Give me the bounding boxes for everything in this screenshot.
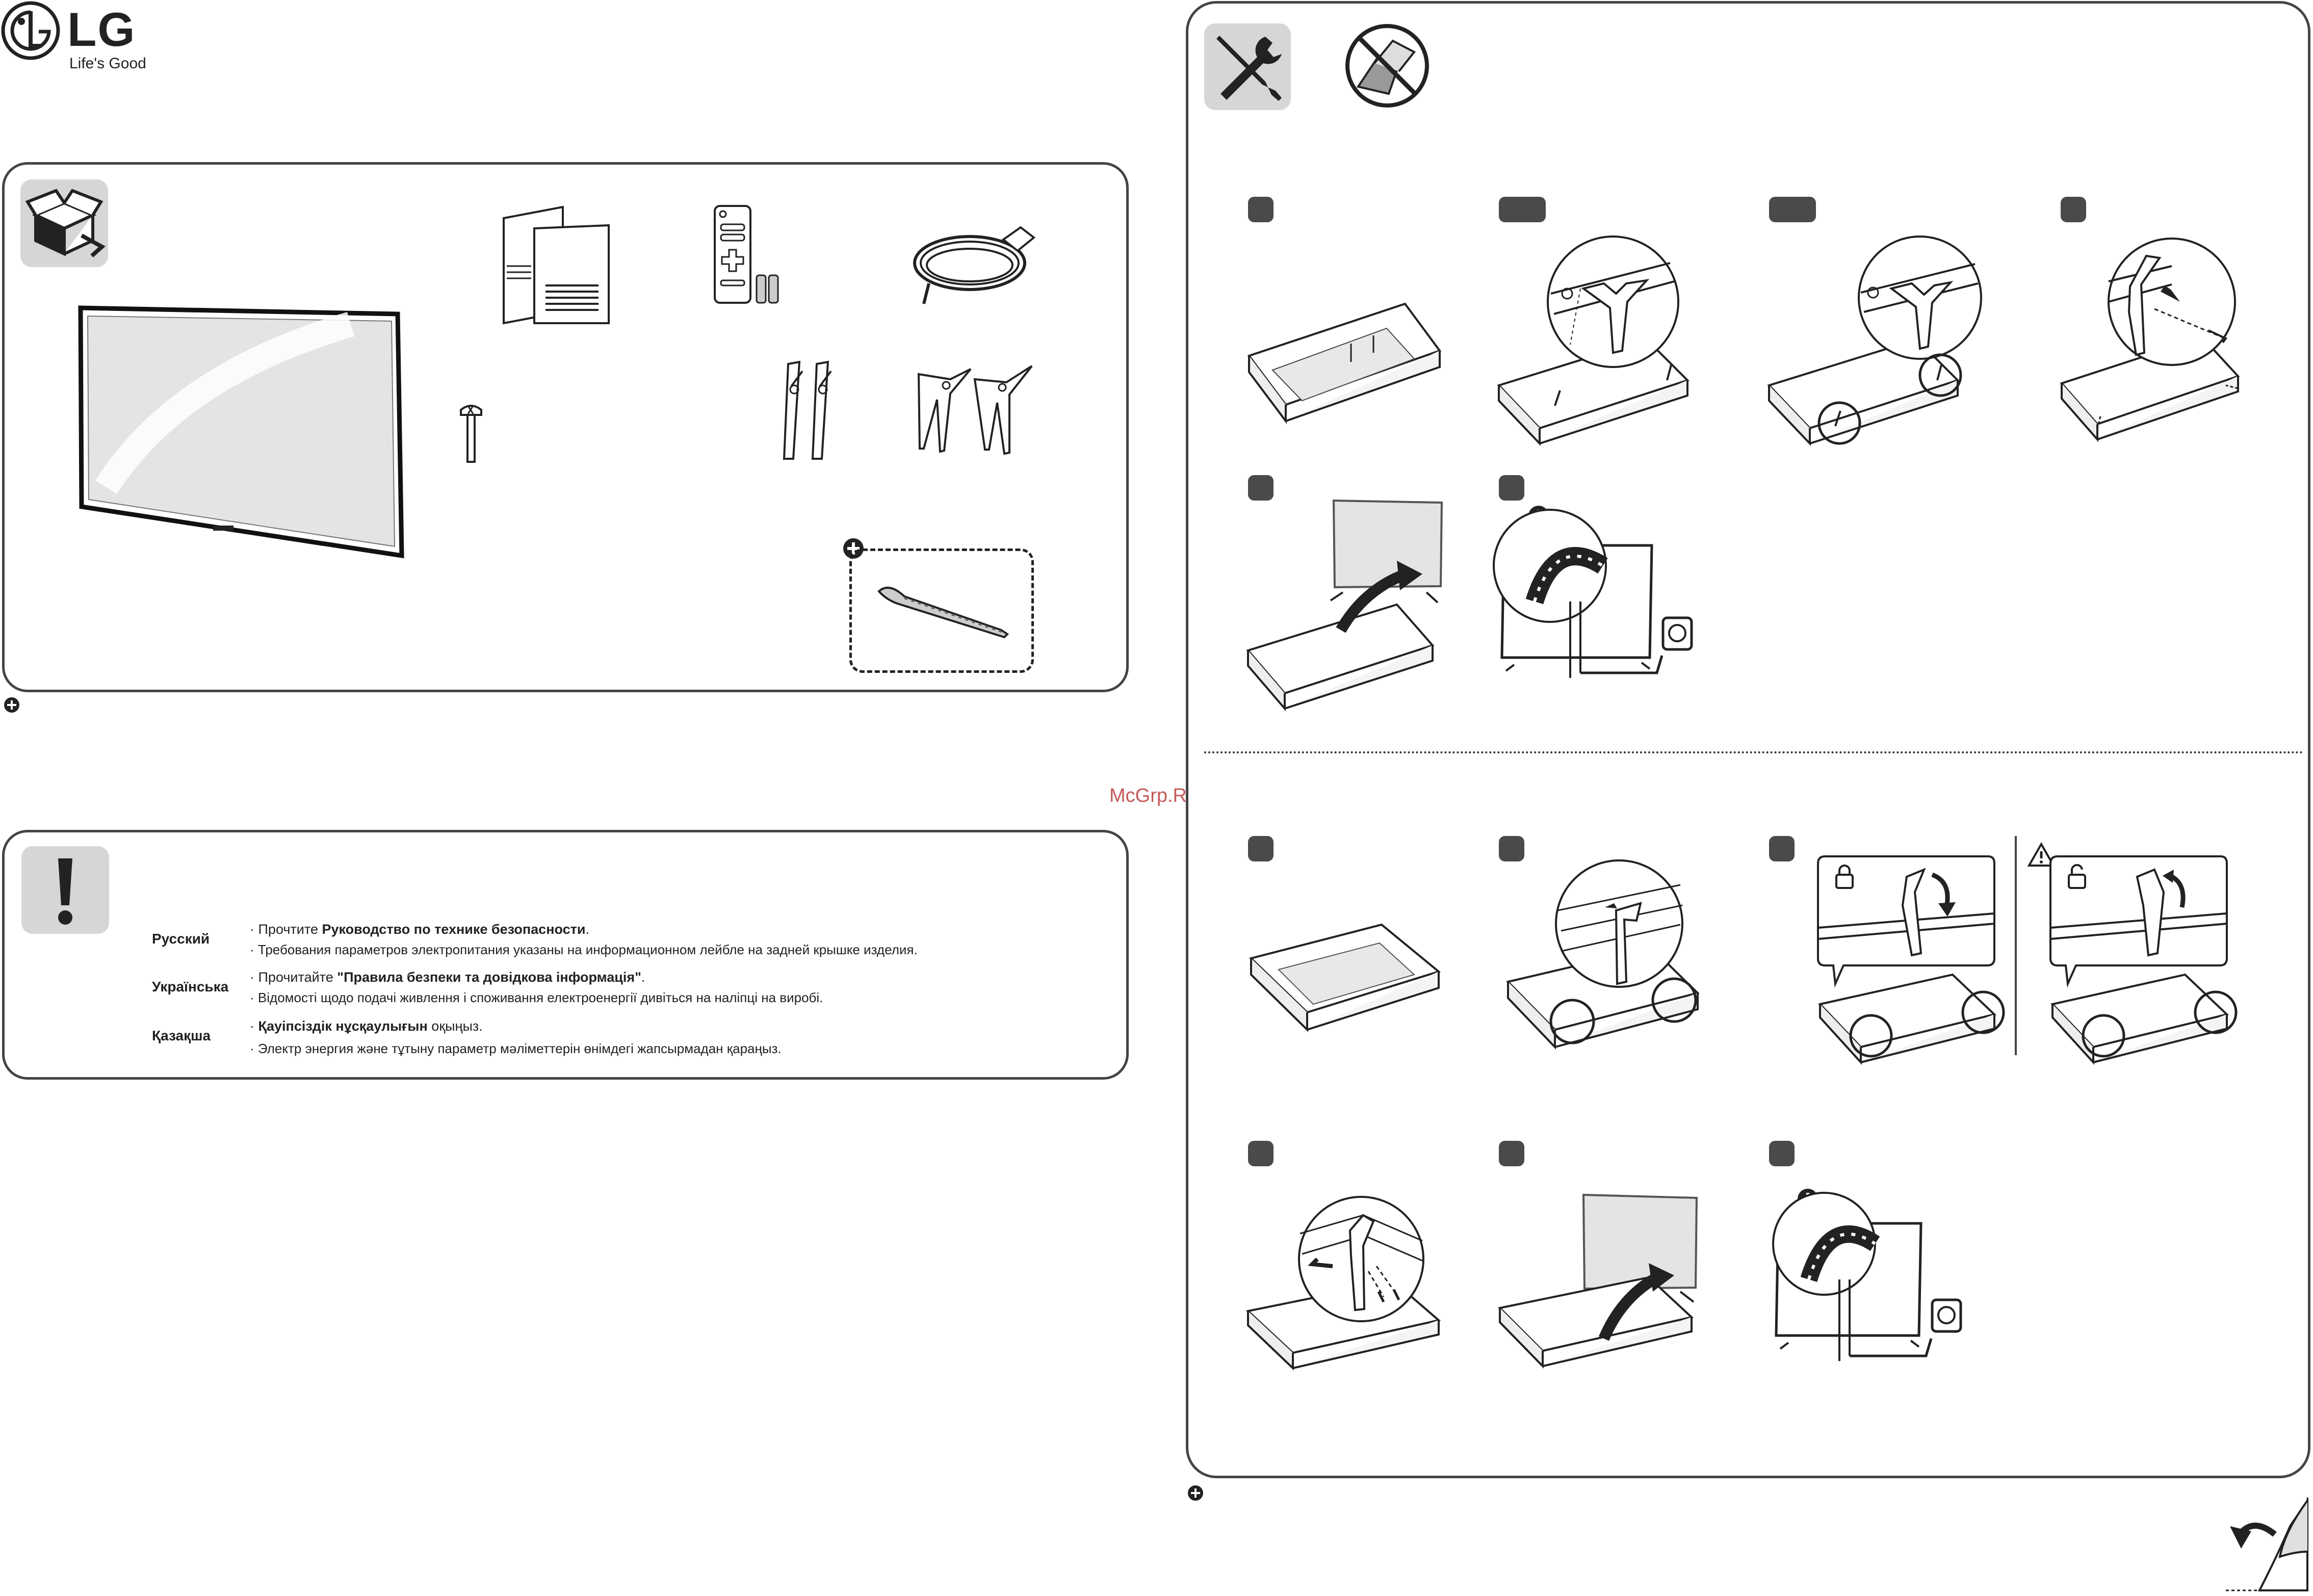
text-bold: Қауіпсіздік нұсқаулығын bbox=[258, 1018, 428, 1034]
step-badge bbox=[1499, 1141, 1524, 1166]
bullet: · bbox=[250, 942, 254, 957]
logo-text: LG bbox=[67, 3, 136, 56]
safety-ru-line1: · Прочтите Руководство по технике безопа… bbox=[250, 922, 589, 937]
text: Відомості щодо подачі живлення і спожива… bbox=[257, 990, 823, 1005]
text-bold: "Правила безпеки та довідкова інформація… bbox=[337, 970, 641, 985]
watermark: McGrp.Ru bbox=[1109, 785, 1198, 806]
unlock-icon bbox=[2068, 864, 2086, 889]
cable-holder-illustration bbox=[877, 586, 1009, 639]
step-badge bbox=[1499, 836, 1524, 861]
step-1b-illustration bbox=[1497, 236, 1690, 446]
stand-a-illustration bbox=[783, 360, 832, 460]
safety-uk-line2: · Відомості щодо подачі живлення і спожи… bbox=[250, 990, 823, 1006]
step-3d-illustration bbox=[2049, 855, 2238, 1065]
step-1a-illustration bbox=[1247, 302, 1442, 424]
bullet: · bbox=[250, 970, 254, 985]
lock-icon bbox=[1835, 865, 1854, 889]
section-divider bbox=[1204, 751, 2303, 753]
remote-illustration bbox=[714, 205, 779, 304]
text-post: . bbox=[641, 970, 645, 985]
text-pre: Прочтите bbox=[258, 922, 322, 937]
lang-label-uk: Українська bbox=[152, 979, 229, 995]
logo-tagline: Life's Good bbox=[69, 55, 146, 72]
text: Электр энергия және тұтыну параметр мәлі… bbox=[257, 1041, 782, 1056]
step-3a-illustration bbox=[1249, 923, 1441, 1032]
turn-page-icon bbox=[2226, 1497, 2308, 1591]
tv-illustration bbox=[78, 305, 404, 559]
safety-kk-line1: · Қауіпсіздік нұсқаулығын оқыңыз. bbox=[250, 1018, 483, 1034]
warning-icon-tile bbox=[21, 846, 109, 934]
step-badge bbox=[1248, 1141, 1274, 1166]
bullet: · bbox=[250, 990, 254, 1005]
note-plus-icon bbox=[4, 697, 19, 713]
comparison-divider bbox=[2015, 836, 2017, 1055]
note-plus-icon bbox=[1188, 1485, 1203, 1501]
warning-triangle-icon bbox=[2027, 842, 2056, 867]
package-box-icon bbox=[25, 189, 106, 257]
no-sharp-surface-icon bbox=[1345, 24, 1429, 108]
text-post: . bbox=[585, 922, 589, 937]
bullet: · bbox=[250, 1018, 254, 1034]
text-pre: Прочитайте bbox=[258, 970, 337, 985]
step-badge bbox=[1769, 197, 1816, 222]
step-badge bbox=[1499, 197, 1546, 222]
safety-kk-line2: · Электр энергия және тұтыну параметр мә… bbox=[250, 1041, 782, 1057]
text-post: оқыңыз. bbox=[427, 1018, 483, 1034]
box-icon-tile bbox=[20, 179, 108, 267]
step-badge bbox=[1769, 836, 1795, 861]
step-3b-illustration bbox=[1506, 859, 1700, 1050]
step-badge bbox=[1248, 475, 1274, 501]
step-1c-illustration bbox=[1767, 236, 1982, 446]
step-3c-illustration bbox=[1817, 855, 2005, 1065]
optional-item-box bbox=[849, 548, 1034, 673]
manuals-illustration bbox=[503, 205, 610, 325]
lang-label-kk: Қазақша bbox=[152, 1028, 211, 1043]
step-badge bbox=[1248, 836, 1274, 861]
step-2a-illustration bbox=[1246, 499, 1443, 712]
step-badge bbox=[1769, 1141, 1795, 1166]
safety-panel bbox=[2, 830, 1129, 1080]
step-4b-illustration bbox=[1497, 1193, 1698, 1369]
step-badge bbox=[1248, 197, 1274, 222]
bullet: · bbox=[250, 922, 254, 937]
safety-uk-line1: · Прочитайте "Правила безпеки та довідко… bbox=[250, 970, 645, 985]
lang-label-ru: Русский bbox=[152, 931, 210, 947]
stand-b-illustration bbox=[917, 365, 1033, 455]
step-2b-illustration bbox=[1493, 509, 1693, 678]
screwdriver-wrench-icon bbox=[1216, 36, 1282, 101]
step-4c-illustration bbox=[1772, 1192, 1962, 1361]
step-badge bbox=[2061, 197, 2086, 222]
step-1d-illustration bbox=[2060, 238, 2240, 442]
tools-icon-tile bbox=[1204, 23, 1291, 110]
exclamation-icon bbox=[58, 858, 72, 925]
text: Требования параметров электропитания ука… bbox=[257, 942, 918, 957]
bullet: · bbox=[250, 1041, 254, 1056]
step-4a-illustration bbox=[1245, 1196, 1441, 1371]
lg-logo: LG Life's Good bbox=[0, 0, 153, 76]
lg-logo-mark bbox=[1, 1, 60, 60]
safety-ru-line2: · Требования параметров электропитания у… bbox=[250, 942, 918, 958]
text-bold: Руководство по технике безопасности bbox=[322, 922, 586, 937]
step-badge bbox=[1499, 475, 1524, 501]
screw-illustration bbox=[460, 405, 482, 463]
power-cord-illustration bbox=[913, 226, 1036, 304]
